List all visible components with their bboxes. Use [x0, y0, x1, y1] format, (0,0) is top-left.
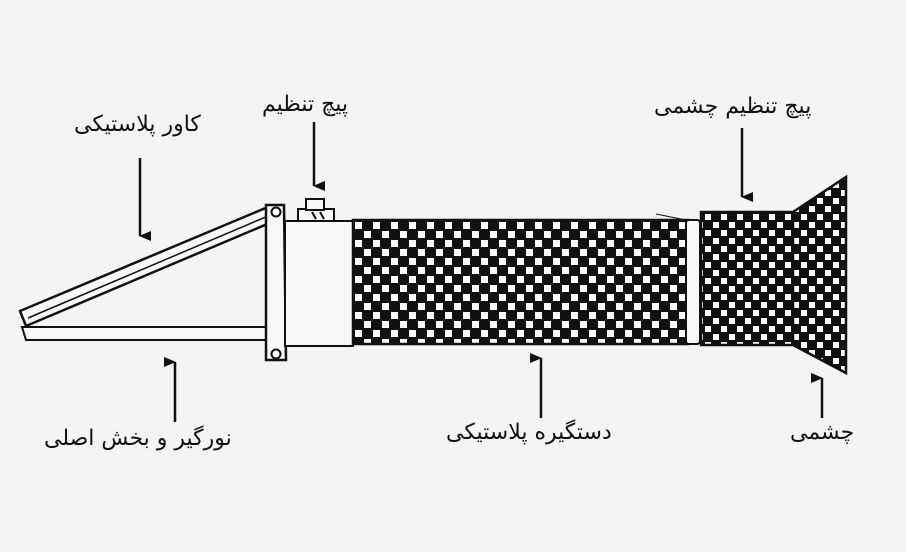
eyepiece-adjust-ring — [699, 210, 795, 347]
main-tube — [284, 220, 354, 347]
plastic-handle — [351, 213, 701, 346]
adjust-screw — [297, 198, 335, 222]
label-prism-and-main-body: نورگیر و بخش اصلی — [44, 426, 232, 451]
pointer-arrows — [138, 122, 824, 422]
label-eyepiece-adjust-screw: پیچ تنظیم چشمی — [654, 94, 812, 119]
label-eyepiece: چشمی — [790, 420, 855, 445]
label-adjust-screw: پیچ تنظیم — [262, 92, 349, 117]
label-plastic-handle: دستگیره پلاستیکی — [446, 420, 612, 445]
hinge-collar — [264, 203, 288, 362]
prism-body — [20, 326, 269, 341]
plastic-cover-lid — [18, 205, 274, 328]
label-plastic-cover: کاور پلاستیکی — [74, 112, 201, 137]
eyepiece-cup — [791, 174, 848, 376]
